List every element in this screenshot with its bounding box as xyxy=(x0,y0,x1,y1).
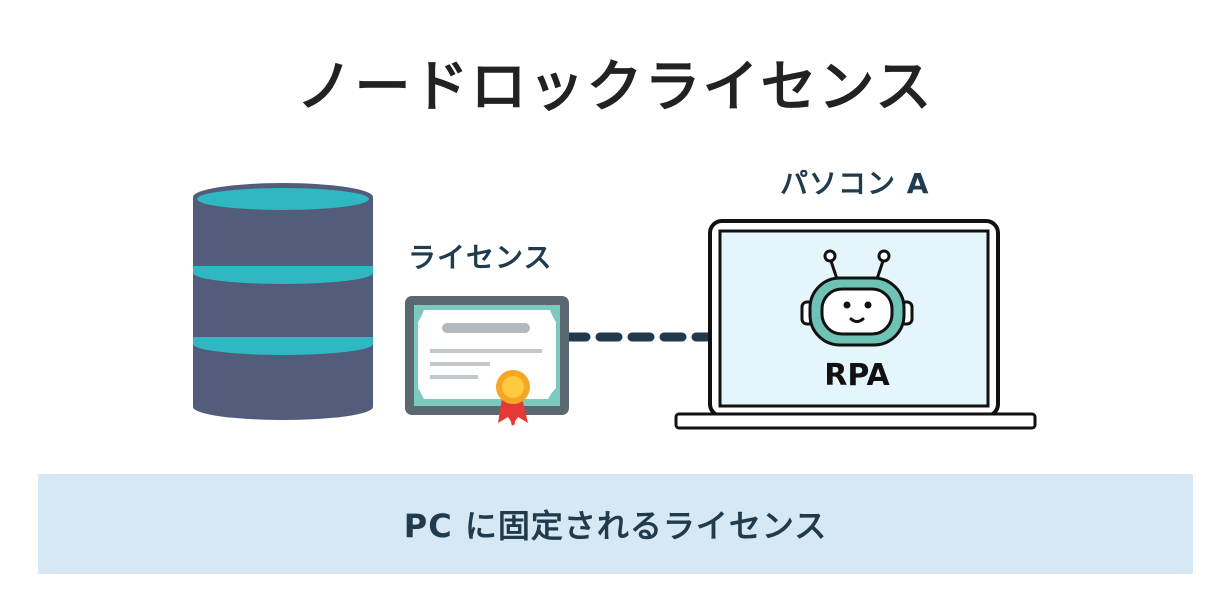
robot-icon xyxy=(800,249,914,347)
banner-text: PC に固定されるライセンス xyxy=(403,507,828,545)
screen-rpa-text: RPA xyxy=(824,358,890,393)
banner: PC に固定されるライセンス xyxy=(38,474,1193,574)
pc-a-label: パソコン A xyxy=(780,167,930,200)
certificate-icon xyxy=(405,296,569,426)
license-label: ライセンス xyxy=(408,241,553,274)
page-title: ノードロックライセンス xyxy=(296,55,934,120)
database-icon xyxy=(193,183,373,420)
